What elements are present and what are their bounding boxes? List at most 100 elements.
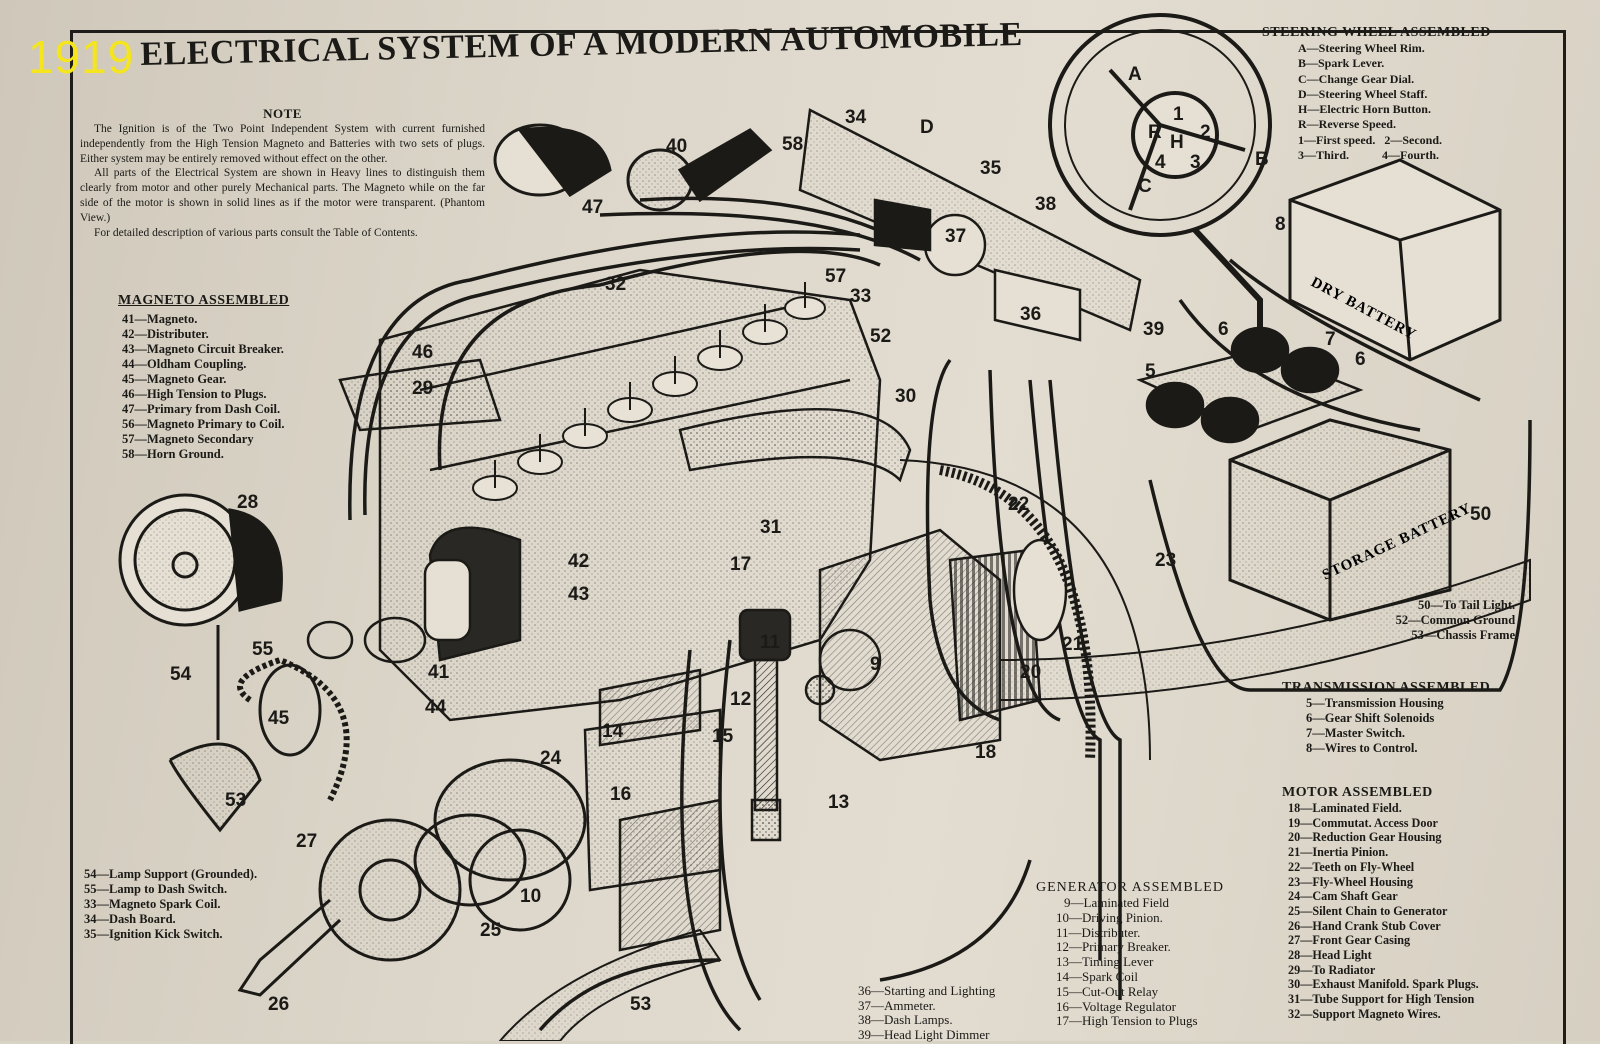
callout-53b: 53 [630,994,651,1015]
steering-wheel [1048,13,1272,330]
callout-13: 13 [828,792,849,813]
legend-item: 26—Hand Crank Stub Cover [1288,918,1441,933]
note-paragraph: The Ignition is of the Two Point Indepen… [80,123,485,165]
legend-item: 24—Cam Shaft Gear [1288,889,1398,904]
callout-28: 28 [237,492,258,513]
legend-item: 30—Exhaust Manifold. Spark Plugs. [1288,977,1479,992]
legend-item: 38—Dash Lamps. [858,1012,953,1027]
callout-55: 55 [252,639,274,660]
magneto-heading: MAGNETO ASSEMBLED [118,293,290,308]
steering-wheel-legend: STEERING WHEEL ASSEMBLED A—Steering Whee… [1262,25,1491,163]
transmission-heading: TRANSMISSION ASSEMBLED [1282,680,1491,695]
legend-item: 13—Timing Lever [1056,954,1154,970]
starter-motor [804,528,1068,762]
legend-item: 54—Lamp Support (Grounded). [84,867,258,881]
legend-item: 36—Starting and Lighting [858,983,996,998]
legend-item: D—Steering Wheel Staff. [1298,86,1428,101]
legend-item: 11—Distributer. [1056,924,1141,940]
legend-item: 31—Tube Support for High Tension [1288,992,1475,1007]
callout-24: 24 [540,748,562,769]
legend-item: 41—Magneto. [122,312,198,326]
engraving-border [70,30,1566,1044]
legend-item: 50—To Tail Light. [1418,598,1516,612]
callout-40: 40 [666,136,687,157]
callout-6a: 6 [1218,319,1229,340]
callout-45: 45 [268,708,290,729]
callout-12: 12 [730,689,751,710]
dash-lamp [493,123,612,197]
legend-item: 27—Front Gear Casing [1288,933,1411,948]
legend-item: 32—Support Magneto Wires. [1288,1006,1441,1021]
legend-item: 53—Chassis Frame [1411,628,1516,642]
note-block: NOTE The Ignition is of the Two Point In… [80,106,485,240]
legend-item: 33—Magneto Spark Coil. [84,897,221,911]
head-light [118,493,283,740]
legend-item: 23—Fly-Wheel Housing [1288,874,1413,889]
legend-item: 16—Voltage Regulator [1056,998,1176,1014]
legend-item: 52—Common Ground [1395,613,1516,627]
legend-item: 21—Inertia Pinion. [1288,845,1389,860]
callout-20: 20 [1020,662,1041,683]
callout-26: 26 [268,994,289,1015]
legend-item: 15—Cut-Out Relay [1056,983,1159,999]
callout-5: 5 [1145,361,1156,382]
callout-22: 22 [1008,494,1029,515]
callout-52: 52 [870,326,891,347]
callout-58: 58 [782,134,803,155]
callout-44: 44 [425,697,447,718]
dry-battery [1288,158,1502,362]
lamp-legend: 54—Lamp Support (Grounded). 55—Lamp to D… [84,867,257,942]
front-gears [168,656,587,997]
generator-legend: GENERATOR ASSEMBLED 9—Laminated Field 10… [1036,880,1224,1029]
legend-item: 44—Oldham Coupling. [122,357,247,371]
chassis-legend: 50—To Tail Light. 52—Common Ground 53—Ch… [1368,598,1516,643]
callout-53a: 53 [225,790,246,811]
callout-43: 43 [568,584,589,605]
callout-2: 2 [1200,122,1211,143]
legend-item: C—Change Gear Dial. [1298,71,1415,86]
legend-item: 47—Primary from Dash Coil. [122,402,281,416]
callout-46: 46 [412,342,433,363]
callout-27: 27 [296,831,317,852]
legend-item: R—Reverse Speed. [1298,117,1396,132]
callout-36: 36 [1020,304,1041,325]
legend-item: 18—Laminated Field. [1288,801,1402,815]
callout-7: 7 [1325,329,1336,350]
callout-11: 11 [760,632,781,653]
legend-item: 19—Commutat. Access Door [1288,815,1438,830]
chassis-frame [999,558,1531,702]
transmission-legend: TRANSMISSION ASSEMBLED 5—Transmission Ho… [1282,680,1490,756]
callout-16: 16 [610,784,631,805]
legend-item: 10—Driving Pinion. [1056,909,1163,925]
dash-board [798,108,1142,342]
spark-plugs [472,282,826,501]
steering-heading: STEERING WHEEL ASSEMBLED [1262,25,1491,40]
legend-item: H—Electric Horn Button. [1298,102,1431,117]
legend-item: 37—Ammeter. [858,997,936,1013]
legend-item: 6—Gear Shift Solenoids [1306,711,1435,725]
electric-horn [626,128,773,212]
magneto-assembled-legend: MAGNETO ASSEMBLED 41—Magneto. 42—Distrib… [118,293,289,462]
callout-33: 33 [850,286,871,307]
callout-37: 37 [945,226,966,247]
callout-17: 17 [730,554,751,575]
callout-10: 10 [520,886,541,907]
legend-item: 55—Lamp to Dash Switch. [84,882,228,896]
legend-item: 58—Horn Ground. [122,447,224,461]
storage-battery [1228,418,1452,622]
note-paragraph: All parts of the Electrical System are s… [80,167,485,224]
callout-30: 30 [895,386,916,407]
legend-item: 9—Laminated Field [1064,895,1170,910]
callout-35: 35 [980,158,1002,179]
callout-47: 47 [582,197,603,218]
legend-item: 25—Silent Chain to Generator [1288,903,1448,918]
callout-3: 3 [1190,152,1201,173]
legend-item: 46—High Tension to Plugs. [122,387,267,401]
legend-item: 5—Transmission Housing [1306,696,1444,710]
note-heading: NOTE [263,106,302,121]
callout-B: B [1255,149,1269,170]
callout-9: 9 [870,654,881,675]
callout-29: 29 [412,378,433,399]
